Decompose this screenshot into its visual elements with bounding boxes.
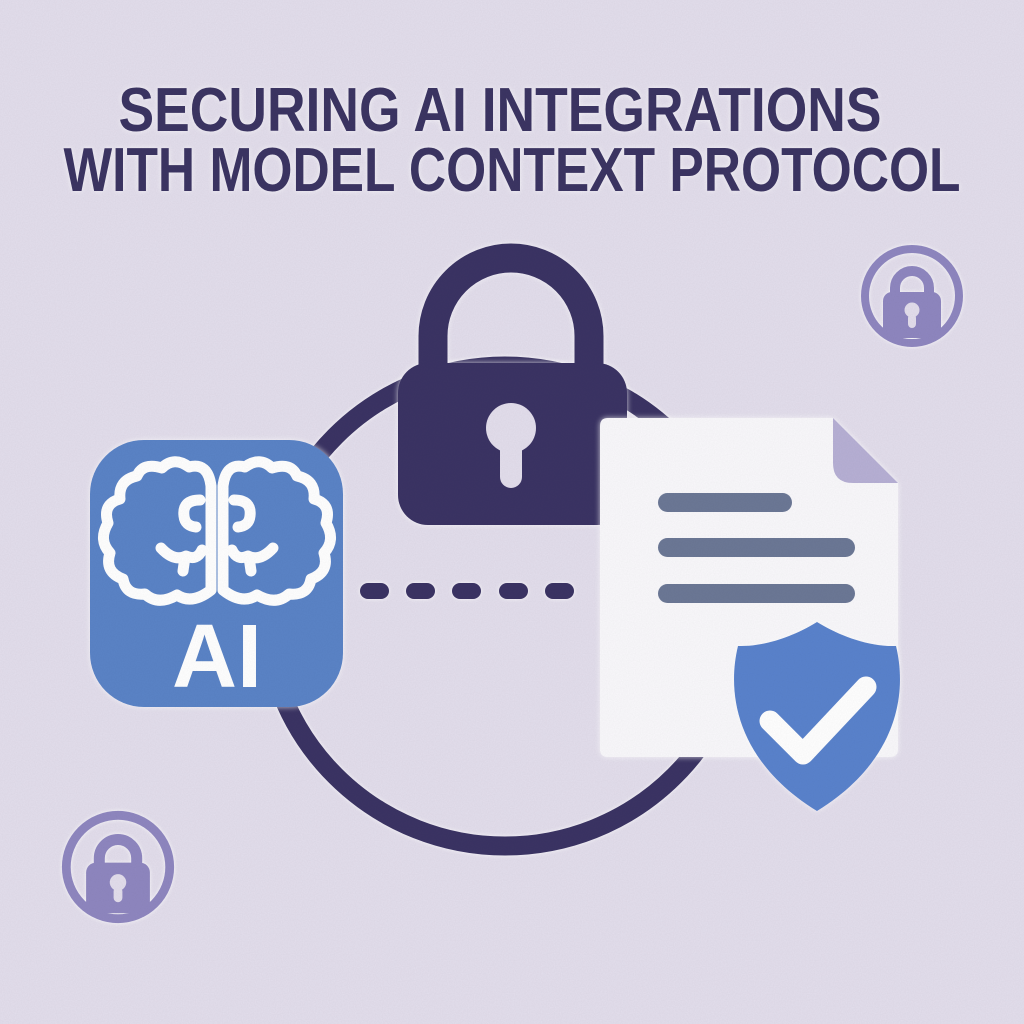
ai-chip-label: AI — [172, 607, 262, 707]
connector-dash — [545, 583, 574, 599]
title-line-1: SECURING AI INTEGRATIONS — [119, 76, 882, 145]
title-line-2: WITH MODEL CONTEXT PROTOCOL — [64, 136, 961, 205]
connector-dash — [360, 583, 389, 599]
connector-dash — [499, 583, 528, 599]
connector-dash — [452, 583, 481, 599]
badge-keyhole-stem — [113, 886, 123, 903]
keyhole-stem — [500, 438, 522, 488]
badge-keyhole-stem — [908, 314, 916, 328]
ai-chip: AI — [90, 440, 343, 707]
connector-dash — [406, 583, 435, 599]
document-line — [658, 538, 855, 557]
page-title: SECURING AI INTEGRATIONS WITH MODEL CONT… — [64, 76, 961, 205]
document-line — [658, 493, 792, 512]
document-line — [658, 584, 855, 603]
